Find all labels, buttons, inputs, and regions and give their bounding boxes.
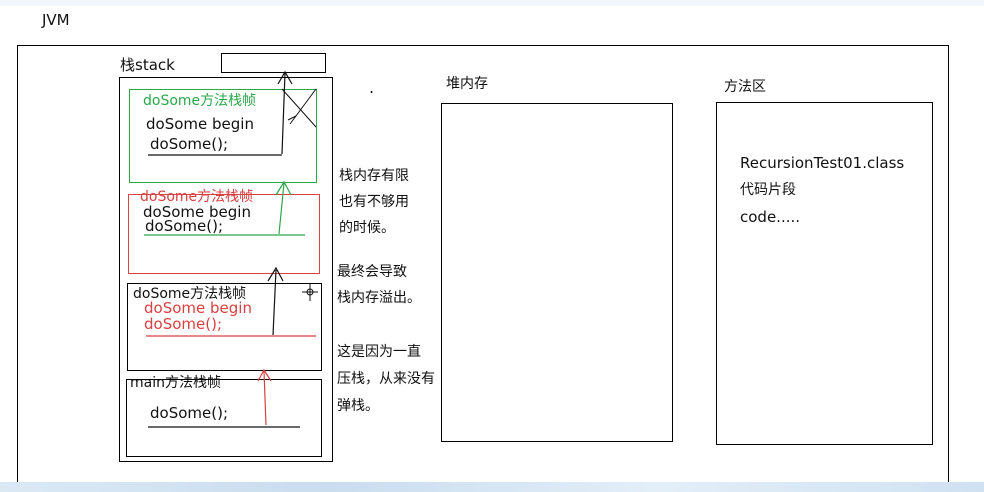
note-block-3: 这是因为一直 压栈，从来没有 弹栈。 <box>337 339 435 420</box>
stack-frame-2 <box>128 194 320 274</box>
stack-frame-main <box>126 379 322 457</box>
note-3-line-3: 弹栈。 <box>337 398 379 414</box>
note-1-line-1: 栈内存有限 <box>339 168 409 184</box>
top-band <box>0 0 984 6</box>
note-3-line-1: 这是因为一直 <box>337 344 421 360</box>
heap-title: 堆内存 <box>446 76 488 92</box>
frame-2-title: doSome方法栈帧 <box>140 189 254 205</box>
frame-3-line-1: doSome begin <box>144 299 252 317</box>
stack-overflow-slot <box>221 53 326 73</box>
arrow-frame-1-to-top <box>277 70 293 155</box>
method-area-line-1: RecursionTest01.class <box>740 154 905 172</box>
frame-3-title: doSome方法栈帧 <box>133 286 247 302</box>
method-area-title: 方法区 <box>724 79 766 95</box>
cursor-crosshair-icon <box>302 284 318 301</box>
stack-frame-1 <box>129 89 317 183</box>
stack-frame-3 <box>127 283 322 371</box>
note-2-line-1: 最终会导致 <box>337 264 407 280</box>
frame-main-line-1: doSome(); <box>150 404 228 422</box>
stack-title: 栈stack <box>120 56 175 74</box>
frame-1-title: doSome方法栈帧 <box>143 93 257 109</box>
note-1-line-2: 也有不够用 <box>339 194 409 210</box>
bottom-band <box>0 482 984 492</box>
jvm-label: JVM <box>42 11 70 29</box>
frame-1-line-1: doSome begin <box>146 115 254 133</box>
note-3-line-2: 压栈，从来没有 <box>337 371 435 387</box>
frame-2-line-1: doSome begin <box>143 203 251 221</box>
arrow-frame-2-to-frame-1 <box>275 180 292 235</box>
note-2-line-2: 栈内存溢出。 <box>337 290 421 306</box>
method-area-box <box>716 102 933 445</box>
note-block-2: 最终会导致 栈内存溢出。 <box>337 259 421 311</box>
method-area-line-3: code..... <box>740 208 801 226</box>
frame-1-line-2: doSome(); <box>150 135 228 153</box>
frame-3-line-2: doSome(); <box>144 315 222 333</box>
heap-box <box>441 103 673 442</box>
stack-container <box>119 77 333 462</box>
note-1-line-3: 的时候。 <box>339 220 395 236</box>
frame-2-line-2: doSome(); <box>145 217 223 235</box>
method-area-line-2: 代码片段 <box>740 182 796 198</box>
arrow-frame-3-to-frame-2 <box>267 266 284 336</box>
cross-mark <box>281 88 317 128</box>
frame-main-title: main方法栈帧 <box>130 375 221 391</box>
arrow-main-to-frame-3 <box>257 368 272 426</box>
stray-dot: . <box>369 78 375 97</box>
note-block-1: 栈内存有限 也有不够用 的时候。 <box>339 163 409 241</box>
